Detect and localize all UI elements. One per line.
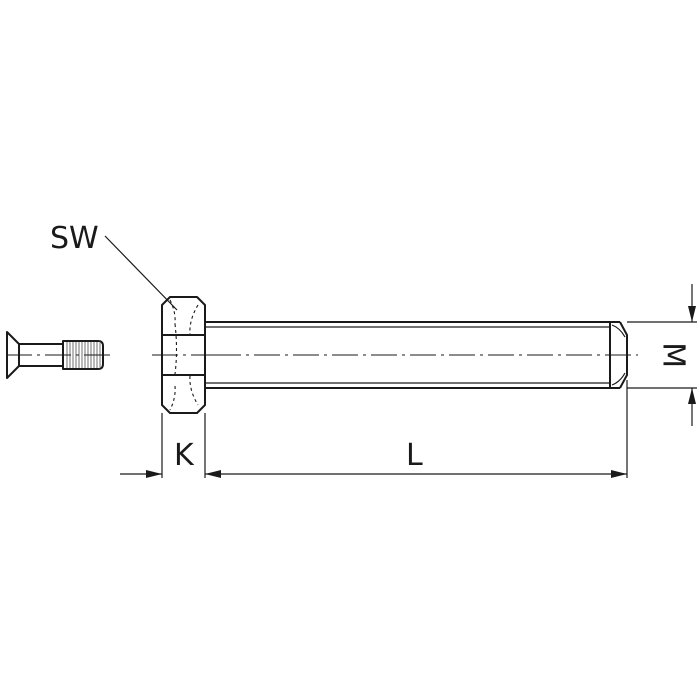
dimension-k (120, 413, 221, 478)
hex-head (152, 296, 215, 414)
dimension-l (205, 380, 628, 478)
rivet-insert (6, 331, 114, 379)
threaded-shank (205, 321, 638, 389)
sw-label: SW (50, 221, 99, 256)
l-label: L (406, 438, 423, 473)
k-label: K (174, 438, 195, 473)
dimension-m (627, 284, 697, 426)
m-label: M (656, 342, 691, 368)
sw-leader (104, 235, 178, 311)
